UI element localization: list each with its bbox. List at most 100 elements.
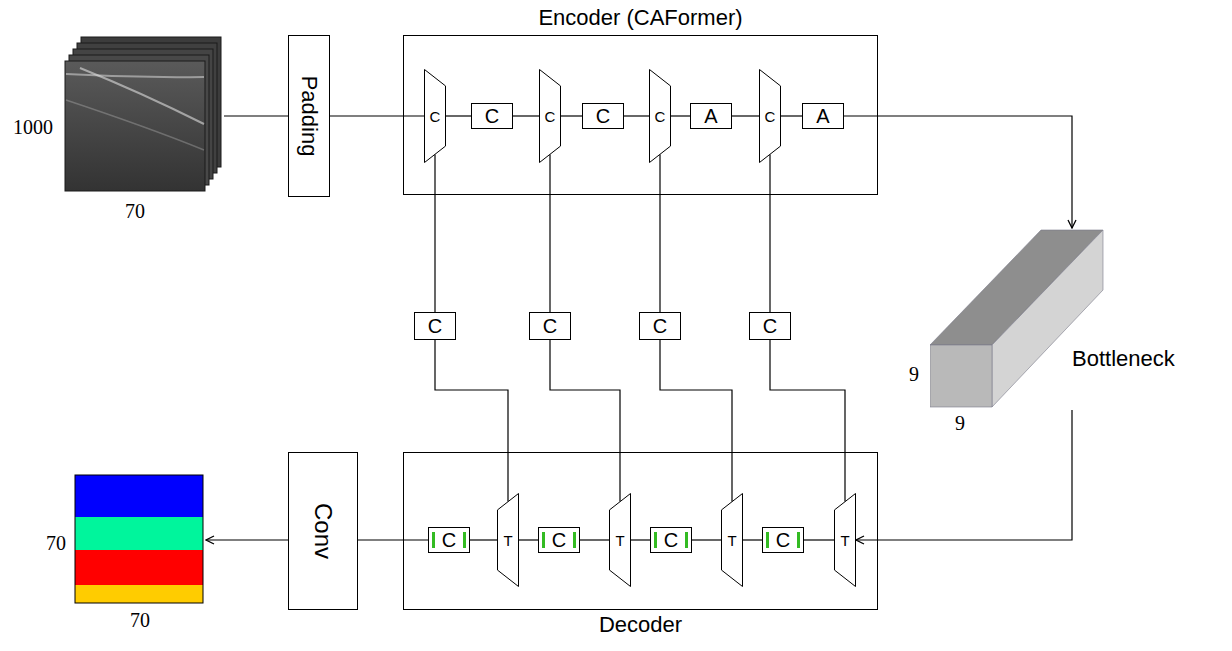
dimension-text: 9 (955, 412, 965, 434)
seismic-stack (65, 37, 221, 191)
downsample-trapezoid: C (424, 69, 446, 163)
upsample-trapezoid: T (721, 493, 743, 587)
connector (659, 155, 660, 312)
skip-conv-block: C (639, 312, 681, 340)
connector (732, 115, 759, 116)
dimension-text: 9 (909, 363, 919, 385)
dimension-text: 70 (130, 609, 150, 631)
connector (519, 539, 538, 540)
skip-conv-block: C (529, 312, 571, 340)
connector (781, 115, 802, 116)
downsample-trapezoid: C (649, 69, 671, 163)
output-arrow (206, 539, 288, 540)
node-label: Encoder (CAFormer) (404, 5, 877, 31)
decoder-conv-block: C (428, 527, 470, 553)
green-bar (542, 532, 545, 548)
green-bar (766, 532, 769, 548)
dimension-text: 70 (46, 532, 66, 554)
connector (804, 539, 834, 540)
green-bar (463, 532, 466, 548)
node-label: Bottleneck (1072, 346, 1175, 372)
connector (631, 539, 650, 540)
connector (692, 539, 721, 540)
connector (624, 115, 649, 116)
connector (330, 115, 424, 116)
skip-conv-block: C (414, 312, 456, 340)
input-wire (224, 115, 288, 116)
downsample-trapezoid: C (759, 69, 781, 163)
node-label: C (763, 315, 777, 338)
connector (671, 115, 690, 116)
node-label: T (503, 532, 512, 549)
connector (358, 539, 428, 540)
attention-block: A (802, 103, 844, 129)
node-label: C (430, 108, 441, 125)
dimension-label: 70 (125, 200, 145, 223)
connector (660, 340, 732, 501)
connector (561, 115, 582, 116)
node-label: C (543, 315, 557, 338)
connector (435, 340, 508, 501)
green-bar (573, 532, 576, 548)
skip-conv-block: C (749, 312, 791, 340)
node-label: C (442, 529, 456, 552)
node-label: C (552, 529, 566, 552)
node-label: C (765, 108, 776, 125)
node-label: A (704, 105, 717, 128)
node-label: Padding (296, 76, 322, 157)
encoder-box: Encoder (CAFormer)CCCCCACA (403, 35, 878, 195)
green-bar (797, 532, 800, 548)
node-label: C (545, 108, 556, 125)
green-bar (685, 532, 688, 548)
green-bar (432, 532, 435, 548)
connector (549, 155, 550, 312)
node-label: C (485, 105, 499, 128)
connector (470, 539, 497, 540)
connector (513, 115, 539, 116)
node-label: T (727, 532, 736, 549)
dimension-label: 9 (909, 363, 919, 386)
padding-box: Padding (288, 35, 330, 197)
connector (844, 116, 1072, 228)
connector (856, 410, 1072, 540)
bottleneck-cuboid: Bottleneck (930, 228, 1225, 410)
cuboid-shape (930, 228, 1225, 410)
dimension-label: 1000 (13, 116, 53, 139)
decoder-conv-block: C (538, 527, 580, 553)
dimension-label: 9 (955, 412, 965, 435)
node-label: C (653, 315, 667, 338)
node-label: C (428, 315, 442, 338)
attention-block: A (690, 103, 732, 129)
dimension-label: 70 (46, 532, 66, 555)
upsample-trapezoid: T (609, 493, 631, 587)
node-label: T (840, 532, 849, 549)
connector (446, 115, 471, 116)
node-label: Decoder (404, 612, 877, 638)
connector (434, 155, 435, 312)
upsample-trapezoid: T (834, 493, 856, 587)
dimension-text: 70 (125, 200, 145, 222)
dimension-label: 70 (130, 609, 150, 632)
node-label: C (596, 105, 610, 128)
green-bar (654, 532, 657, 548)
dimension-text: 1000 (13, 116, 53, 138)
conv-block: C (582, 103, 624, 129)
connector (580, 539, 609, 540)
upsample-trapezoid: T (497, 493, 519, 587)
connector (743, 539, 762, 540)
node-label: C (664, 529, 678, 552)
node-label: C (655, 108, 666, 125)
decoder-conv-block: C (762, 527, 804, 553)
decoder-box: DecoderCTCTCTCT (403, 452, 878, 610)
conv-block: C (471, 103, 513, 129)
conv-box: Conv (288, 452, 358, 610)
node-label: A (816, 105, 829, 128)
connector (770, 340, 845, 501)
decoder-conv-block: C (650, 527, 692, 553)
node-label: Conv (309, 503, 337, 559)
downsample-trapezoid: C (539, 69, 561, 163)
connector (769, 155, 770, 312)
node-label: C (776, 529, 790, 552)
connector (550, 340, 620, 501)
